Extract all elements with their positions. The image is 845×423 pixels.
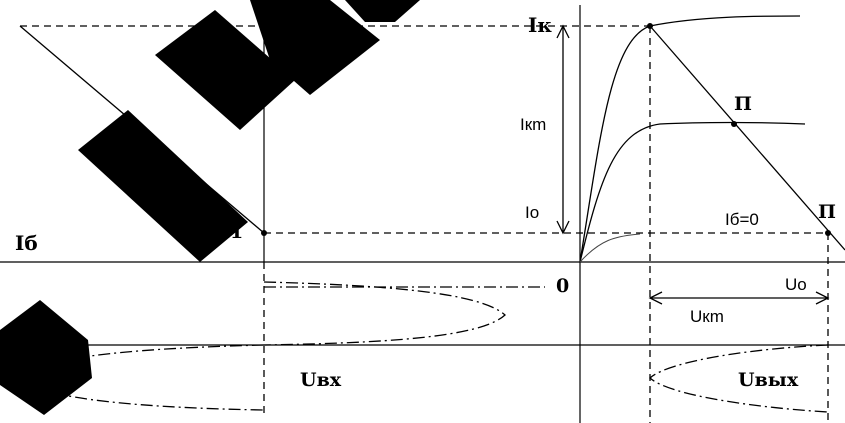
label-io: Iо: [525, 203, 539, 222]
watermark-gap-1: [318, 98, 380, 178]
label-uvx: Uвх: [300, 369, 342, 391]
label-ukm: Uкm: [690, 307, 724, 326]
label-p1: П1: [212, 221, 243, 243]
uvyx-waveform: [649, 344, 829, 413]
label-origin: 0: [556, 275, 569, 297]
label-ikm: Iкm: [520, 115, 546, 134]
watermark-shape-1: [0, 300, 92, 415]
point-p1: [261, 230, 267, 236]
output-curve-middle: [579, 121, 806, 263]
watermark-gap-2: [400, 120, 455, 215]
watermark-shape-2: [78, 110, 248, 262]
label-uvyx: Uвых: [738, 369, 799, 391]
watermark-shapes: [0, 0, 455, 415]
point-p: [731, 121, 737, 127]
ikm-arrow-head-up: [556, 24, 570, 39]
output-curve-bottom: [579, 233, 641, 263]
output-load-line: [649, 25, 845, 251]
ukm-arrow-head-left: [648, 291, 663, 305]
uvx-waveform: [19, 344, 265, 411]
label-ik-left: Iк: [270, 11, 294, 35]
watermark-shape-3: [155, 10, 295, 130]
label-p: П: [734, 93, 752, 115]
label-ib-zero: Iб=0: [725, 210, 759, 229]
input-waveform: [263, 281, 506, 346]
ukm-arrow-head-right: [815, 291, 830, 305]
watermark-shape-4: [250, 0, 380, 95]
label-ik-right: Iк: [528, 13, 552, 37]
ikm-arrow-head-down: [556, 220, 570, 235]
label-p2: П: [818, 201, 836, 223]
input-load-line: [19, 25, 265, 234]
output-curve-top: [579, 15, 801, 263]
label-ib-axis: Iб: [15, 231, 38, 255]
watermark-shape-5: [345, 0, 420, 22]
label-uo: Uо: [785, 275, 807, 294]
